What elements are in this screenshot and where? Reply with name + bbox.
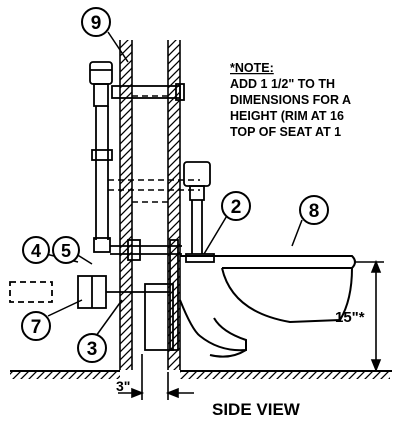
callout-2: 2 [231,197,242,218]
view-title: SIDE VIEW [212,400,301,419]
callout-5: 5 [61,241,71,261]
callout-circles [21,7,329,363]
callout-3: 3 [87,339,98,360]
spud-connection [183,161,215,263]
note-line-3: HEIGHT (RIM AT 16 [230,109,344,123]
floor [10,370,392,379]
height-dimension-label: 15"* [335,309,365,326]
wall [119,40,181,370]
offset-dimension [118,354,194,400]
callout-8: 8 [309,201,320,222]
supply-line-dashed [108,179,200,191]
carrier-mounting [9,239,179,351]
note-line-4: TOP OF SEAT AT 1 [230,125,341,139]
note-line-2: DIMENSIONS FOR A [230,93,351,107]
water-closet-bowl [179,255,356,358]
note-line-1: ADD 1 1/2" TO TH [230,77,335,91]
height-dimension [356,259,384,373]
offset-dimension-label: 3" [116,378,130,394]
callout-9: 9 [91,13,102,34]
note-heading: *NOTE: [230,61,274,75]
callout-4: 4 [31,241,41,261]
callout-7: 7 [31,317,42,338]
